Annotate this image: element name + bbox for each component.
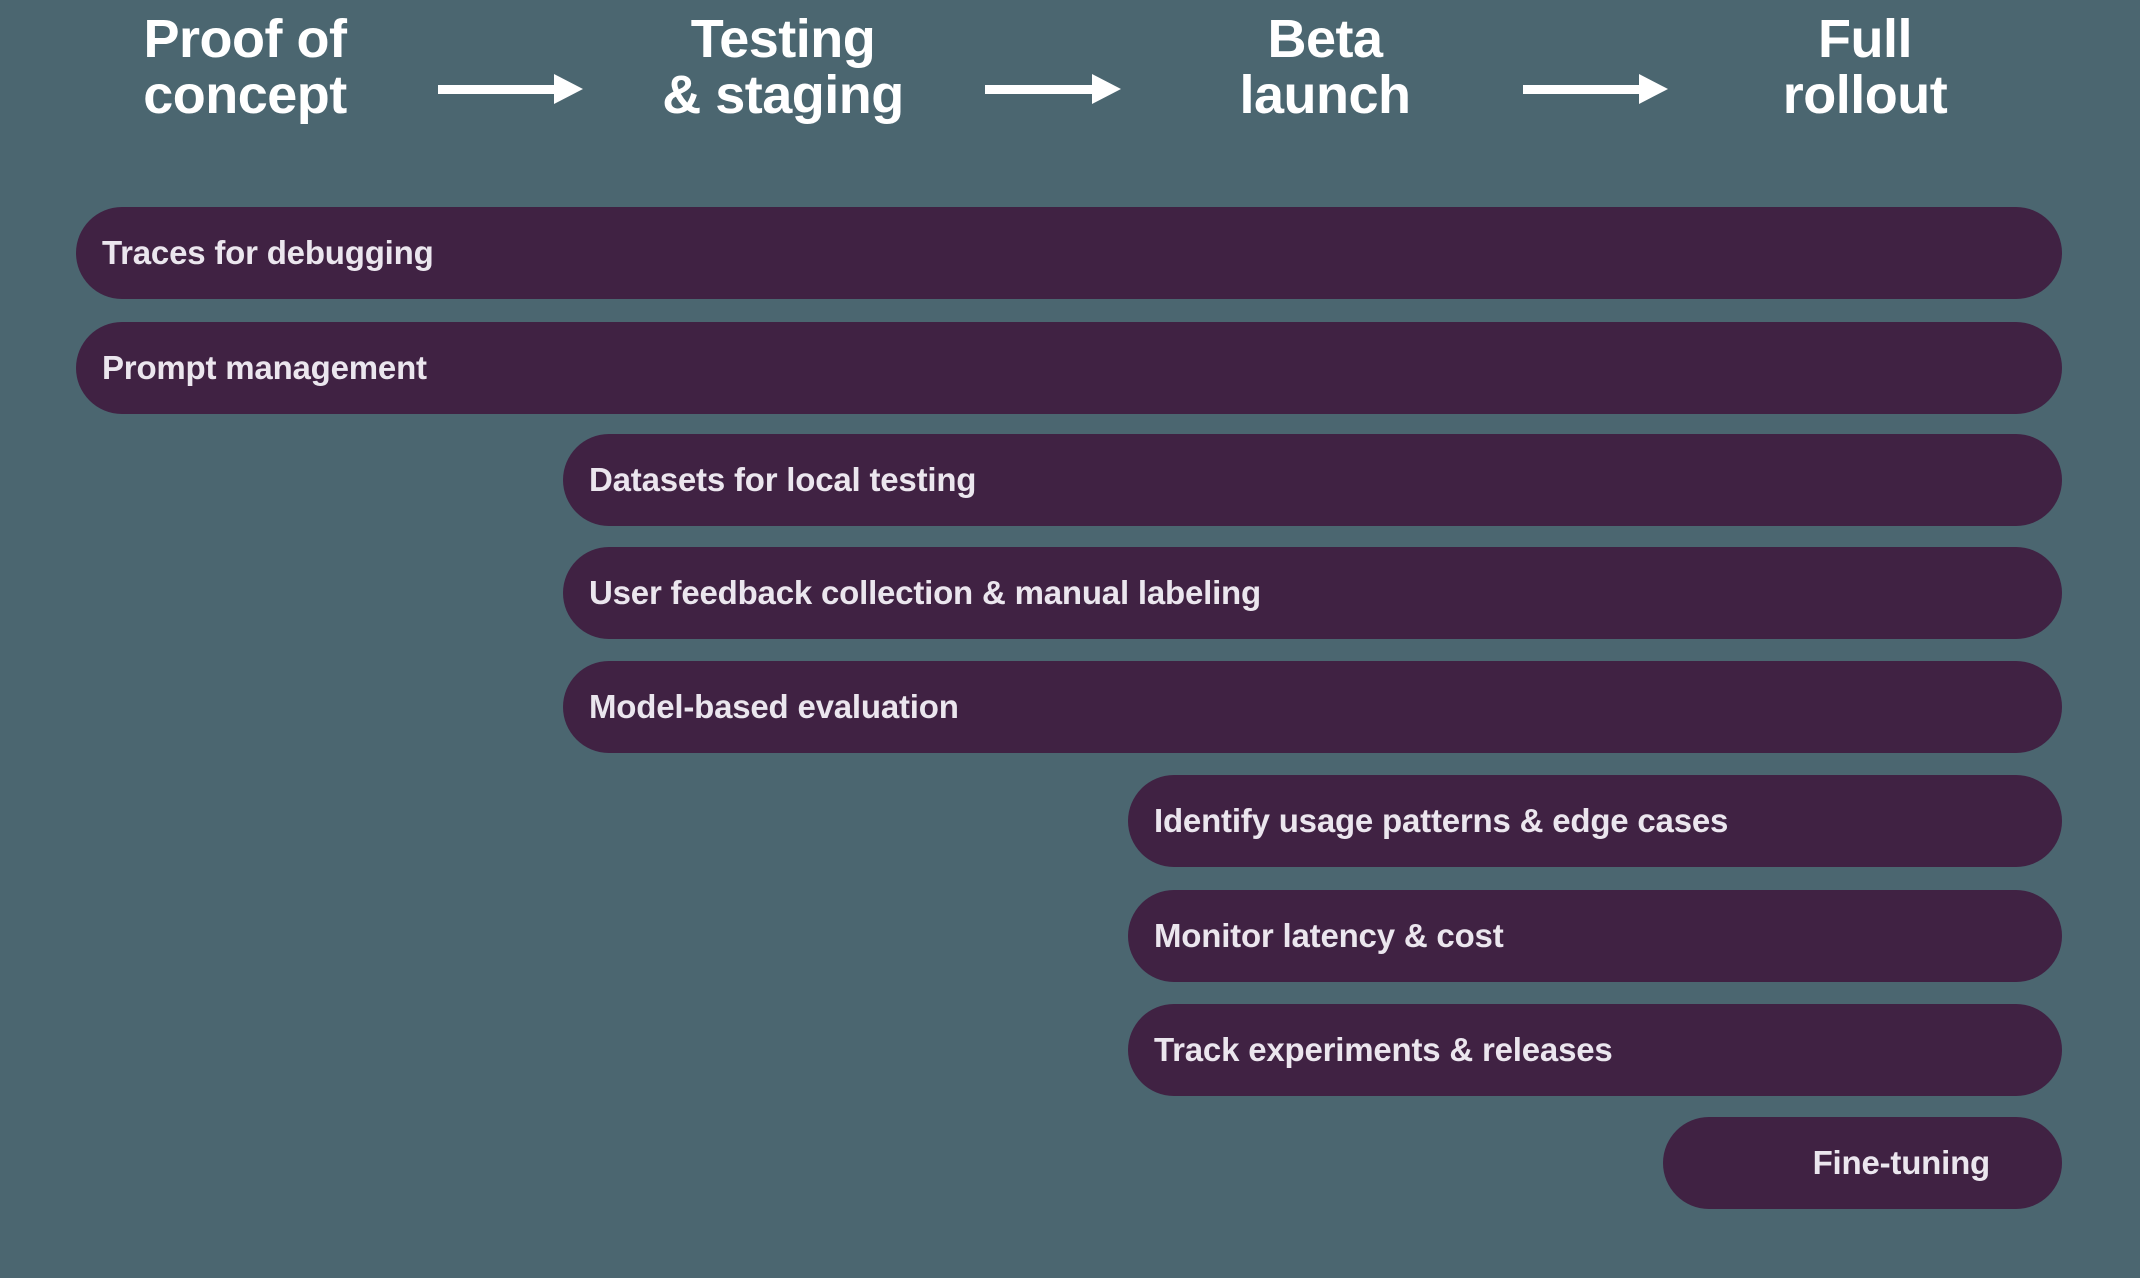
arrow-head [1639, 74, 1668, 104]
phase-header-full-rollout: Full rollout [1782, 9, 1948, 125]
capability-bar-prompt-management: Prompt management [76, 322, 2062, 414]
arrow-right-icon-testing-to-beta [985, 74, 1121, 104]
capability-bar-label: Traces for debugging [102, 234, 434, 271]
capability-bar-label: Prompt management [102, 349, 427, 386]
arrow-shaft [1523, 85, 1639, 94]
capability-bar-label: User feedback collection & manual labeli… [589, 574, 1261, 611]
arrow-right-icon-poc-to-testing [438, 74, 583, 104]
capability-bar-traces-for-debugging: Traces for debugging [76, 207, 2062, 299]
capability-bar-monitor-latency-and-cost: Monitor latency & cost [1128, 890, 2062, 982]
capability-bar-label: Datasets for local testing [589, 461, 977, 498]
capability-bar-user-feedback-collection-and-manual-labeling: User feedback collection & manual labeli… [563, 547, 2062, 639]
phase-header-testing-and-staging: Testing & staging [662, 9, 904, 125]
arrow-head [1092, 74, 1121, 104]
capability-bar-datasets-for-local-testing: Datasets for local testing [563, 434, 2062, 526]
capability-bar-label: Identify usage patterns & edge cases [1154, 802, 1729, 839]
capability-bar-model-based-evaluation: Model-based evaluation [563, 661, 2062, 753]
phase-header-beta-launch: Beta launch [1239, 9, 1411, 125]
capability-bar-fine-tuning: Fine-tuning [1663, 1117, 2062, 1209]
capability-bar-label: Fine-tuning [1812, 1144, 1991, 1181]
arrow-shaft [438, 85, 554, 94]
arrow-right-icon-beta-to-rollout [1523, 74, 1668, 104]
capability-bar-identify-usage-patterns-and-edge-cases: Identify usage patterns & edge cases [1128, 775, 2062, 867]
capability-bar-label: Track experiments & releases [1154, 1031, 1613, 1068]
capability-bar-track-experiments-and-releases: Track experiments & releases [1128, 1004, 2062, 1096]
arrow-shaft [985, 85, 1092, 94]
phase-header-proof-of-concept: Proof of concept [143, 9, 347, 125]
arrow-head [554, 74, 583, 104]
capability-bar-label: Monitor latency & cost [1154, 917, 1504, 954]
capability-bar-label: Model-based evaluation [589, 688, 959, 725]
